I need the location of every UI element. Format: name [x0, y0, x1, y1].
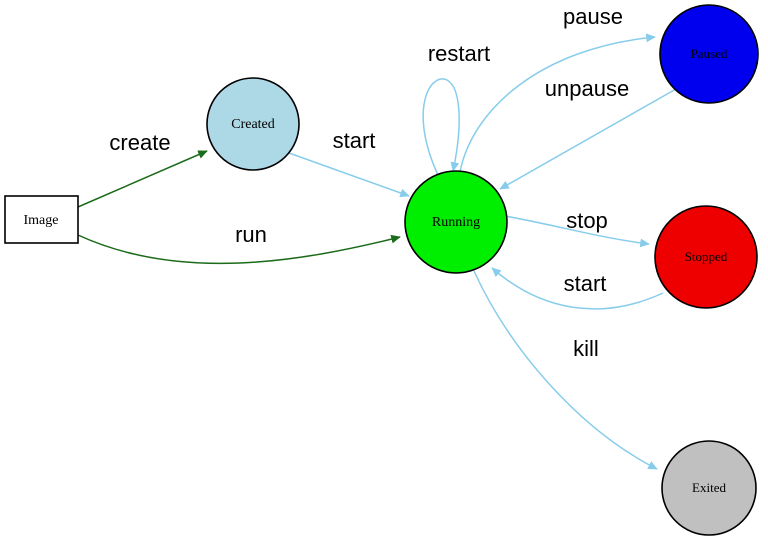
edge-create-path[interactable]: [77, 150, 208, 208]
node-stopped[interactable]: Stopped: [654, 205, 758, 309]
edge-start-stopped-path[interactable]: [491, 267, 664, 310]
node-paused[interactable]: Paused: [659, 4, 759, 104]
node-running-shape[interactable]: [404, 170, 508, 274]
edge-label-restart: restart: [428, 41, 490, 66]
edges-layer: [77, 33, 677, 470]
node-image[interactable]: Image: [4, 195, 79, 244]
node-stopped-shape[interactable]: [654, 205, 758, 309]
edge-label-stop: stop: [566, 208, 608, 233]
edge-labels-layer: create run start restart pause unpause s…: [109, 4, 629, 361]
edge-run-path[interactable]: [77, 234, 401, 265]
edge-label-run: run: [235, 222, 267, 247]
edge-restart-path[interactable]: [422, 78, 460, 176]
node-exited[interactable]: Exited: [661, 440, 757, 536]
edge-unpause-path[interactable]: [499, 88, 677, 190]
node-exited-label: Exited: [692, 480, 726, 495]
node-stopped-label: Stopped: [685, 249, 728, 264]
edge-label-start-created: start: [333, 128, 376, 153]
edge-label-pause: pause: [563, 4, 623, 29]
node-paused-shape[interactable]: [659, 4, 759, 104]
nodes-layer: Image Created Running Paused Stopped: [4, 4, 759, 536]
edge-label-create: create: [109, 130, 170, 155]
node-running[interactable]: Running: [404, 170, 508, 274]
node-created-shape[interactable]: [206, 77, 300, 171]
edge-label-unpause: unpause: [545, 76, 629, 101]
edge-pause-path[interactable]: [459, 33, 656, 173]
edge-stop-path[interactable]: [504, 215, 650, 248]
node-created-label: Created: [231, 117, 275, 132]
node-image-shape[interactable]: [4, 195, 79, 244]
edge-kill-path[interactable]: [473, 270, 658, 470]
node-exited-shape[interactable]: [661, 440, 757, 536]
node-created[interactable]: Created: [206, 77, 300, 171]
node-running-label: Running: [432, 215, 480, 230]
node-image-label: Image: [24, 213, 59, 228]
edge-start-created-path[interactable]: [288, 152, 410, 198]
edge-label-start-stopped: start: [564, 271, 607, 296]
edge-label-kill: kill: [573, 336, 599, 361]
node-paused-label: Paused: [691, 46, 728, 61]
